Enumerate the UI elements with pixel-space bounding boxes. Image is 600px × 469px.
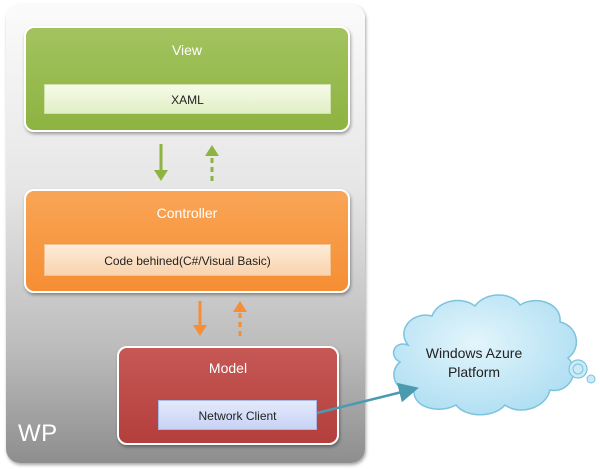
controller-box: Controller Code behined(C#/Visual Basic) xyxy=(24,189,350,293)
model-to-controller-arrow xyxy=(233,301,247,336)
cloud-label-line1: Windows Azure xyxy=(425,345,523,361)
cloud-label: Windows Azure Platform xyxy=(408,344,540,382)
view-title: View xyxy=(171,42,203,58)
network-client-box: Network Client xyxy=(158,400,317,430)
azure-cloud xyxy=(392,294,596,416)
controller-title: Controller xyxy=(156,205,218,221)
view-box: View XAML xyxy=(24,26,350,132)
code-behind-box: Code behined(C#/Visual Basic) xyxy=(44,244,331,276)
wp-label: WP xyxy=(18,420,58,447)
model-title: Model xyxy=(208,360,248,376)
network-connector-arrow xyxy=(316,382,419,415)
xaml-box: XAML xyxy=(44,84,331,114)
cloud-label-line2: Platform xyxy=(447,364,501,380)
controller-to-view-arrow xyxy=(205,145,219,181)
view-to-controller-arrow xyxy=(154,144,168,181)
controller-to-model-arrow xyxy=(193,301,207,336)
model-box: Model Network Client xyxy=(117,346,339,445)
